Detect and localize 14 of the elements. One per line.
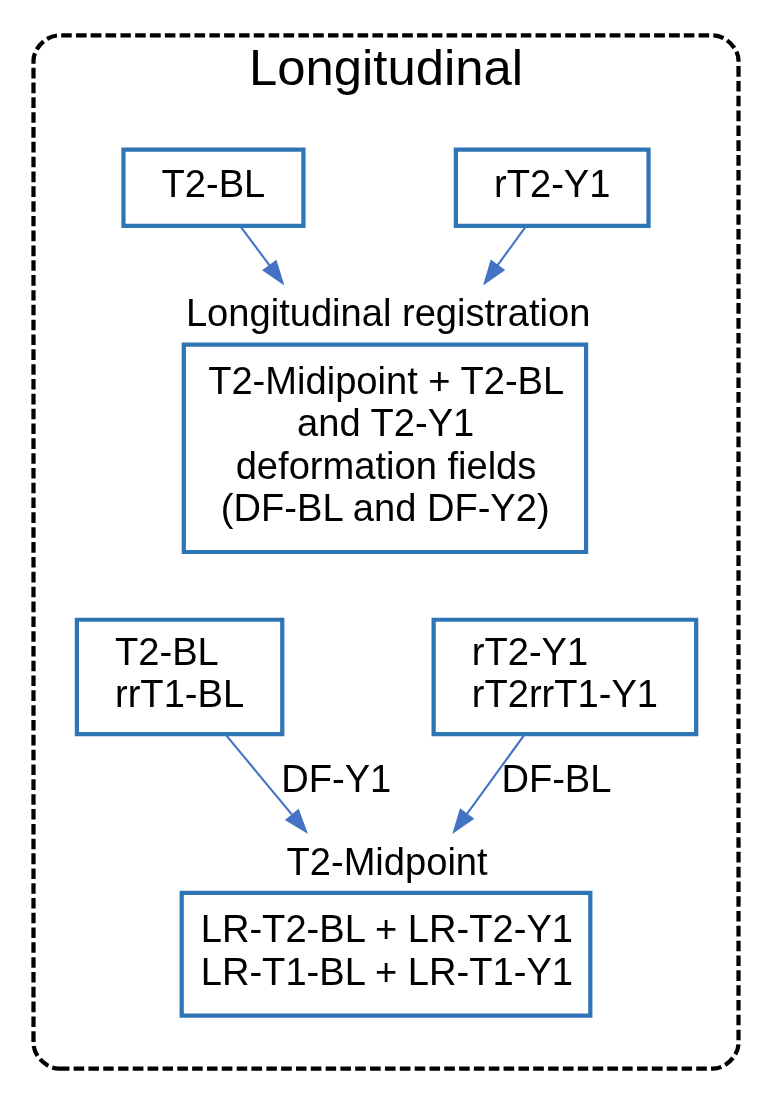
node-box: T2-Midipoint + T2-BL and T2-Y1 deformation fields (DF-BL and DF-Y2) [181,342,589,555]
node-box: T2-BL [121,147,306,229]
node-label: T2-Midpoint [286,840,488,883]
edge-label: DF-BL [501,758,612,801]
arrow [483,225,527,286]
arrow [224,733,308,834]
arrow [452,734,526,835]
node-box: LR-T2-BL + LR-T2-Y1 LR-T1-BL + LR-T1-Y1 [179,890,593,1018]
arrow [239,225,285,286]
node-box: rT2-Y1 rT2rrT1-Y1 [431,617,699,737]
edge-label: DF-Y1 [281,758,392,801]
node-box: rT2-Y1 [453,147,651,229]
node-label: Longitudinal registration [185,292,591,335]
node-box: T2-BL rrT1-BL [74,617,285,737]
